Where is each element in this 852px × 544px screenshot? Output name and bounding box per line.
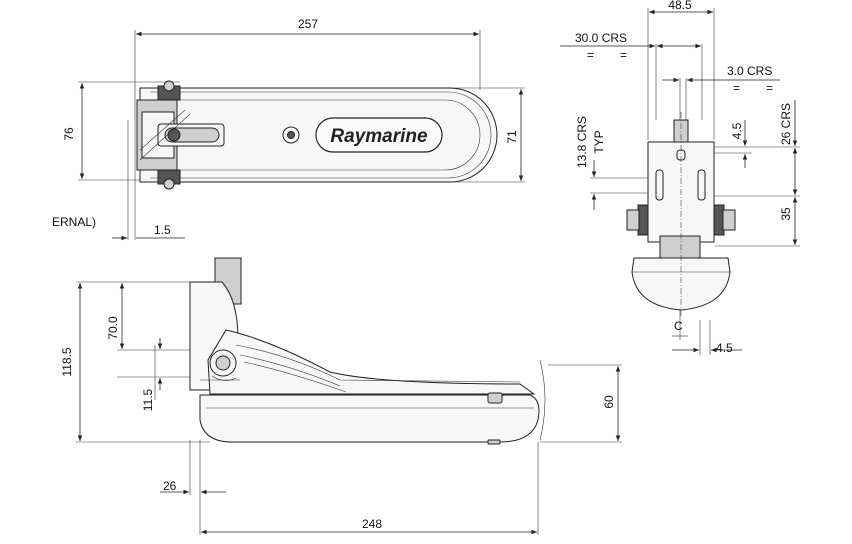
dim-label-30-crs: 30.0 CRS: [575, 31, 627, 45]
top-view: 257 76 71 1.5 ERNAL) Rayma: [52, 17, 525, 241]
note-fragment: ERNAL): [52, 215, 96, 229]
dim-label-3-crs: 3.0 CRS: [727, 64, 772, 78]
dim-label-257: 257: [298, 17, 318, 31]
typ-label: TYP: [592, 130, 606, 153]
dim-label-71: 71: [505, 130, 519, 144]
end-transducer-pod: [631, 257, 731, 311]
dim-label-11-5: 11.5: [141, 388, 155, 411]
end-bolt-left: [626, 209, 640, 231]
end-bolt-right: [722, 209, 736, 231]
side-fairing: [207, 329, 536, 395]
dim-label-248: 248: [362, 517, 382, 531]
end-view: 48.5 30.0 CRS = = 3.0 CRS = = 26 CRS 35 …: [560, 0, 800, 355]
dim-label-13-8-crs: 13.8 CRS: [575, 116, 589, 168]
side-transducer-body: [199, 394, 540, 443]
dim-label-118-5: 118.5: [60, 347, 74, 376]
dim-label-1-5: 1.5: [154, 223, 171, 237]
equals-3: =: [733, 81, 740, 95]
dim-label-4-5-lower: 4.5: [716, 341, 733, 355]
side-view: 118.5 70.0 11.5 60 26 248: [60, 257, 622, 535]
dim-label-4-5-upper: 4.5: [730, 122, 744, 139]
brand-logo-plate: [315, 117, 443, 153]
dim-label-35: 35: [779, 207, 793, 221]
equals-4: =: [766, 81, 773, 95]
dim-label-60: 60: [602, 395, 616, 409]
equals-1: =: [587, 48, 594, 62]
dim-label-48-5: 48.5: [668, 0, 692, 12]
dim-label-26-crs: 26 CRS: [779, 103, 793, 145]
brand-logo: Raymarine: [330, 126, 428, 147]
equals-2: =: [620, 48, 627, 62]
dim-label-70-0: 70.0: [106, 316, 120, 340]
centerline-symbol: C: [674, 319, 683, 333]
dim-label-26: 26: [163, 479, 177, 493]
dim-label-76: 76: [62, 127, 76, 141]
